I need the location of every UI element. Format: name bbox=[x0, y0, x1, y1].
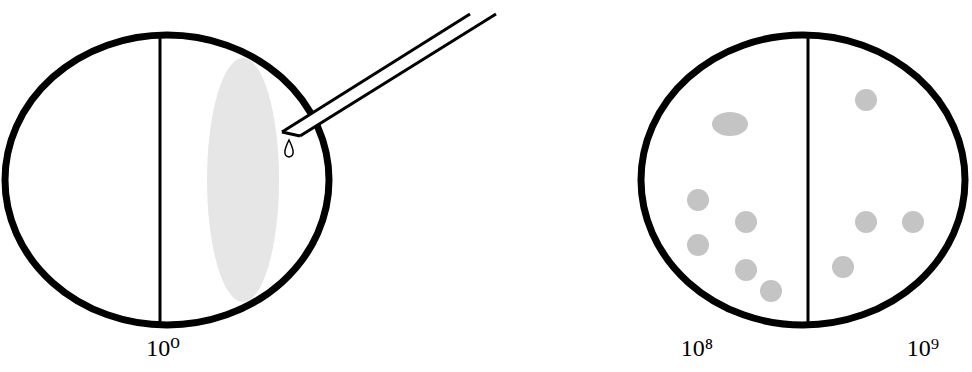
petri-dish bbox=[641, 35, 965, 325]
dilution-label: 10⁸ bbox=[681, 336, 713, 360]
divider-line bbox=[159, 36, 162, 324]
plaques bbox=[687, 89, 924, 302]
dilution-label: 10⁹ bbox=[907, 336, 939, 360]
petri-dish bbox=[5, 35, 329, 325]
dilution-label: 10⁰ bbox=[146, 336, 180, 360]
bacterial-lawn bbox=[207, 58, 279, 302]
divider-line bbox=[807, 36, 810, 324]
pipette bbox=[282, 14, 496, 157]
